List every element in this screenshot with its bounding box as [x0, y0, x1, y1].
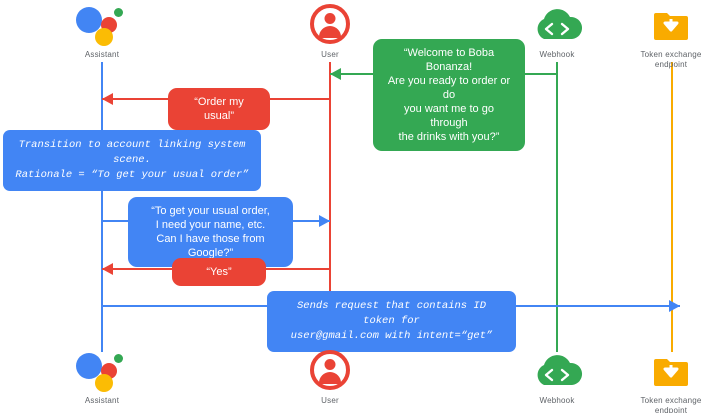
message-bubble-order-my-usual: “Order my usual” — [168, 88, 270, 130]
yes-text: “Yes” — [206, 266, 232, 278]
user-avatar-icon — [270, 350, 390, 392]
actor-label-assistant: Assistant — [84, 396, 120, 405]
user-body-shape — [319, 372, 341, 384]
actor-label-token-endpoint: Token exchange endpoint — [611, 396, 725, 413]
actor-label-webhook: Webhook — [539, 50, 575, 59]
download-box-icon — [611, 350, 725, 392]
actor-label-token-endpoint: Token exchange endpoint — [611, 50, 725, 70]
lifeline-token-exchange-endpoint — [671, 62, 673, 352]
actor-assistant-bottom[interactable]: Assistant — [42, 350, 162, 406]
lifeline-user — [329, 62, 331, 352]
download-box-icon — [611, 4, 725, 46]
google-assistant-icon — [42, 350, 162, 392]
actor-assistant-top[interactable]: Assistant — [42, 4, 162, 60]
message-bubble-yes: “Yes” — [172, 258, 266, 286]
transition-note-line-1: Transition to account linking system sce… — [18, 139, 246, 166]
assistant-dot-blue — [76, 7, 102, 33]
welcome-line-1: “Welcome to Boba Bonanza! — [403, 47, 495, 73]
ask-for-name-line-2: I need your name, etc. — [155, 219, 266, 231]
assistant-dot-yellow — [95, 374, 113, 392]
actor-label-token-endpoint-line2: endpoint — [654, 60, 688, 69]
arrow-head-ask-for-name — [319, 215, 330, 227]
actor-token-endpoint-top[interactable]: Token exchange endpoint — [611, 4, 725, 70]
google-assistant-icon — [42, 4, 162, 46]
welcome-line-4: the drinks with you?” — [398, 131, 500, 143]
assistant-dot-green — [114, 354, 123, 363]
cloud-code-icon — [497, 350, 617, 392]
welcome-line-3: you want me to go through — [404, 103, 494, 129]
arrow-head-order-my-usual — [102, 93, 113, 105]
order-my-usual-text: “Order my usual” — [194, 96, 244, 122]
ask-for-name-line-3: Can I have those from Google?” — [156, 233, 265, 259]
actor-label-token-endpoint-line1: Token exchange — [640, 50, 702, 59]
user-avatar-icon — [270, 4, 390, 46]
welcome-line-2: Are you ready to order or do — [387, 75, 511, 101]
actor-label-webhook: Webhook — [539, 396, 575, 405]
user-head-shape — [324, 359, 336, 370]
ask-for-name-line-1: “To get your usual order, — [151, 205, 270, 217]
lifeline-webhook — [556, 62, 558, 352]
assistant-dot-green — [114, 8, 123, 17]
note-transition-to-account-linking: Transition to account linking system sce… — [3, 130, 261, 191]
user-head-shape — [324, 13, 336, 24]
cloud-code-icon — [497, 4, 617, 46]
message-bubble-ask-for-name: “To get your usual order, I need your na… — [128, 197, 293, 267]
sends-request-line-2: user@gmail.com with intent=“get” — [290, 330, 493, 342]
actor-label-user: User — [321, 50, 339, 59]
message-bubble-welcome: “Welcome to Boba Bonanza! Are you ready … — [373, 39, 525, 151]
sends-request-line-1: Sends request that contains ID token for — [296, 300, 487, 327]
actor-label-assistant: Assistant — [84, 50, 120, 59]
arrow-head-welcome — [330, 68, 341, 80]
arrow-head-yes — [102, 263, 113, 275]
transition-note-line-2: Rationale = “To get your usual order” — [15, 169, 249, 181]
note-sends-request: Sends request that contains ID token for… — [267, 291, 516, 352]
assistant-dot-blue — [76, 353, 102, 379]
actor-webhook-bottom[interactable]: Webhook — [497, 350, 617, 406]
lifeline-assistant — [101, 62, 103, 352]
actor-user-top[interactable]: User — [270, 4, 390, 60]
actor-label-user: User — [321, 396, 339, 405]
actor-user-bottom[interactable]: User — [270, 350, 390, 406]
assistant-dot-yellow — [95, 28, 113, 46]
actor-label-token-endpoint-line2: endpoint — [654, 406, 688, 413]
actor-webhook-top[interactable]: Webhook — [497, 4, 617, 60]
actor-label-token-endpoint-line1: Token exchange — [640, 396, 702, 405]
arrow-head-sends-request — [669, 300, 680, 312]
actor-token-endpoint-bottom[interactable]: Token exchange endpoint — [611, 350, 725, 413]
user-body-shape — [319, 26, 341, 38]
